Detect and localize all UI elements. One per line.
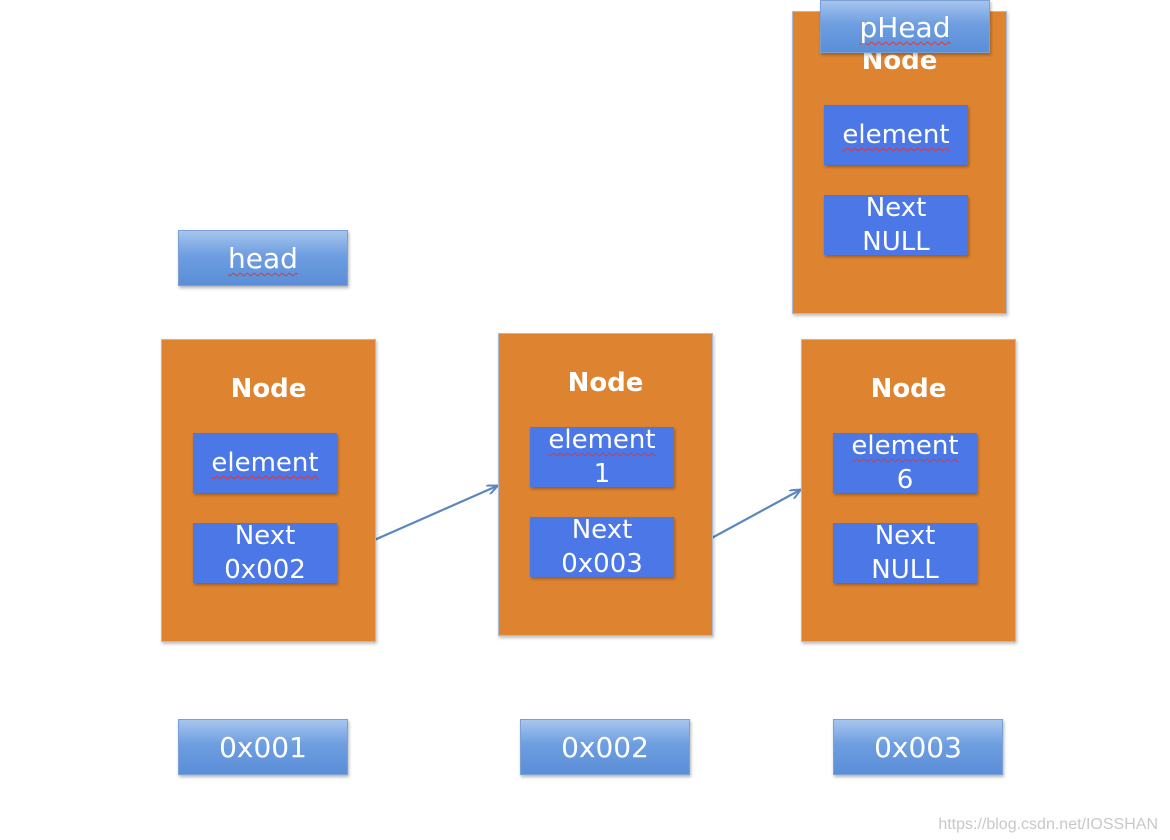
node-1-element-field: element	[193, 433, 337, 493]
node-2-next-value: 0x003	[561, 549, 643, 579]
node-new: Node element Next NULL	[792, 11, 1007, 314]
head-label-text: head	[228, 242, 298, 275]
node-3-element-value: 6	[896, 465, 914, 495]
node-new-next-value: NULL	[862, 227, 930, 257]
node-3-next-field: Next NULL	[833, 521, 977, 585]
head-label: head	[178, 230, 348, 286]
node-3-element-field: element 6	[833, 431, 977, 495]
address-label-1: 0x001	[178, 719, 348, 775]
address-label-3-text: 0x003	[874, 731, 962, 764]
node-3-title: Node	[870, 374, 947, 404]
node-3-next-label: Next	[874, 521, 936, 551]
node-2-element-label: element	[548, 425, 656, 455]
address-label-3: 0x003	[833, 719, 1003, 775]
address-label-2: 0x002	[520, 719, 690, 775]
node-1-next-value: 0x002	[224, 555, 306, 585]
node-1-next-field: Next 0x002	[193, 521, 337, 585]
node-3: Node element 6 Next NULL	[801, 339, 1016, 642]
node-1: Node element Next 0x002	[161, 339, 376, 642]
node-2-element-value: 1	[593, 459, 611, 489]
node-1-title: Node	[230, 374, 307, 404]
node-new-element-field: element	[824, 105, 968, 165]
node-3-element-label: element	[851, 431, 959, 461]
node-new-next-field: Next NULL	[824, 193, 968, 257]
node-new-element-label: element	[842, 120, 950, 150]
watermark: https://blog.csdn.net/IOSSHAN	[938, 816, 1158, 833]
node-1-next-label: Next	[234, 521, 296, 551]
address-label-2-text: 0x002	[561, 731, 649, 764]
node-2-title: Node	[567, 368, 644, 398]
node-2-next-field: Next 0x003	[530, 515, 674, 579]
node-2-next-label: Next	[571, 515, 633, 545]
node-new-next-label: Next	[865, 193, 927, 223]
node-3-next-value: NULL	[871, 555, 939, 585]
phead-label-text: pHead	[859, 11, 951, 44]
address-label-1-text: 0x001	[219, 731, 307, 764]
node-2: Node element 1 Next 0x003	[498, 333, 713, 636]
phead-label: pHead	[820, 0, 990, 53]
node-1-element-label: element	[211, 448, 319, 478]
node-2-element-field: element 1	[530, 425, 674, 489]
